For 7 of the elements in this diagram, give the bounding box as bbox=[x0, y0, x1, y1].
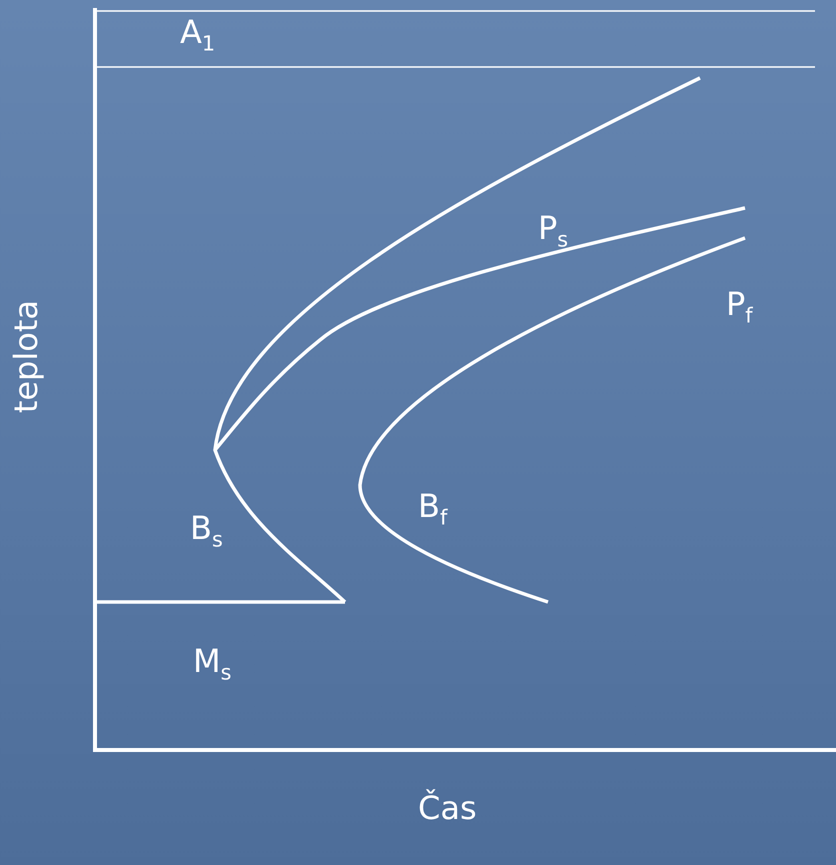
y-axis-title: teplota bbox=[10, 300, 42, 414]
curve-label: P$_{f}$ bbox=[726, 288, 753, 326]
curve-label: B$_{f}$ bbox=[418, 490, 448, 528]
curve-label: M$_{s}$ bbox=[193, 645, 232, 684]
curve-label: A$_{1}$ bbox=[180, 16, 216, 54]
curve-label: P$_{s}$ bbox=[538, 212, 568, 250]
curve-label: B$_{s}$ bbox=[190, 512, 223, 550]
